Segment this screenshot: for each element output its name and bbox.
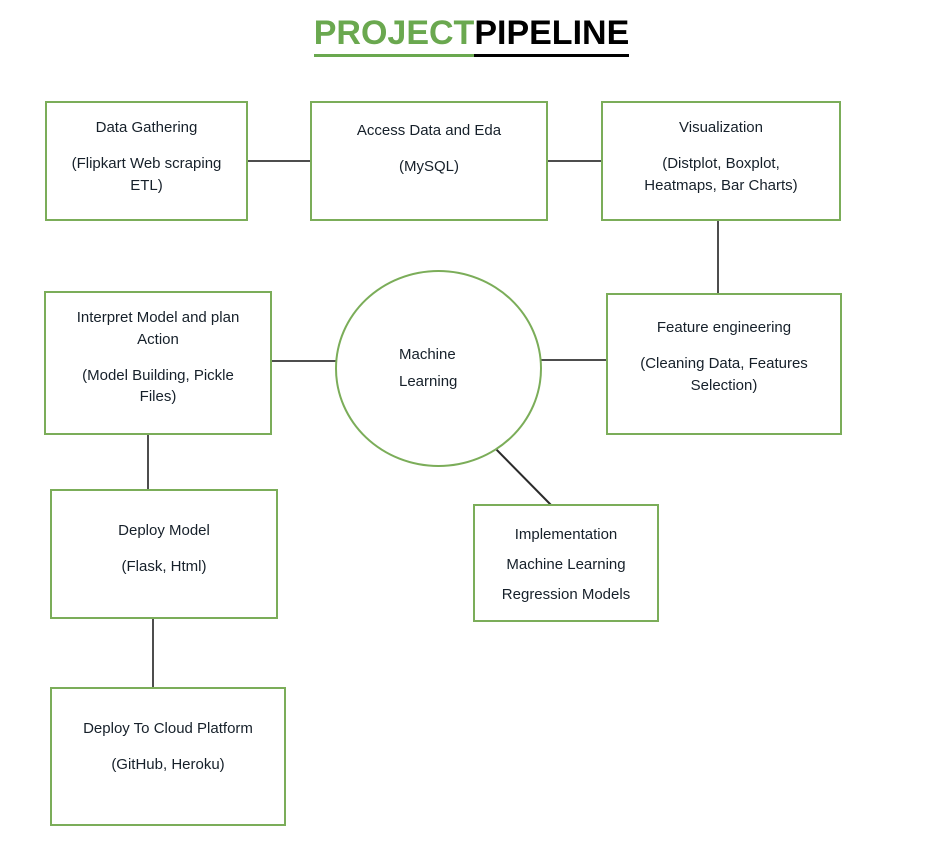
node-data-gathering-line2: (Flipkart Web scraping <box>71 154 222 172</box>
connector-data-gathering-to-access-data <box>246 160 312 162</box>
title-word-project: PROJECT <box>313 14 475 57</box>
node-machine-learning-line2: Learning <box>399 372 458 390</box>
node-feature-engineering-line2: (Cleaning Data, Features <box>640 354 808 372</box>
node-data-gathering-line3: ETL) <box>130 176 163 194</box>
node-visualization-line2: (Distplot, Boxplot, <box>662 154 780 172</box>
connector-access-data-to-visualization <box>546 160 603 162</box>
node-data-gathering-line1: Data Gathering <box>95 119 198 136</box>
node-machine-learning-line1: Machine <box>399 346 456 364</box>
node-interpret-model-line2: Action <box>137 330 179 348</box>
node-visualization-line1: Visualization <box>679 119 763 136</box>
connector-visualization-to-feature-engineering <box>717 219 719 295</box>
connector-machine-learning-to-feature-engineering <box>537 359 608 361</box>
connector-machine-learning-to-implementation <box>488 441 553 507</box>
node-deploy-model-line2: (Flask, Html) <box>121 557 207 575</box>
node-deploy-model-line1: Deploy Model <box>118 522 210 539</box>
node-implementation[interactable]: Implementation Machine Learning Regressi… <box>473 504 659 622</box>
node-visualization[interactable]: Visualization (Distplot, Boxplot, Heatma… <box>601 101 841 221</box>
node-data-gathering[interactable]: Data Gathering (Flipkart Web scraping ET… <box>45 101 248 221</box>
node-feature-engineering-line1: Feature engineering <box>656 319 792 336</box>
title-word-pipeline: PIPELINE <box>474 14 630 57</box>
node-access-data-line2: (MySQL) <box>399 157 459 175</box>
node-visualization-line3: Heatmaps, Bar Charts) <box>644 176 798 194</box>
page-title: PROJECTPIPELINE <box>0 14 943 57</box>
node-implementation-line2: Machine Learning <box>506 555 626 573</box>
node-feature-engineering[interactable]: Feature engineering (Cleaning Data, Feat… <box>606 293 842 435</box>
connector-interpret-model-to-machine-learning <box>270 360 340 362</box>
node-access-data-line1: Access Data and Eda <box>356 122 502 139</box>
node-interpret-model-and-plan-action[interactable]: Interpret Model and plan Action (Model B… <box>44 291 272 435</box>
connector-interpret-model-to-deploy-model <box>147 433 149 491</box>
node-feature-engineering-line3: Selection) <box>690 376 758 394</box>
node-interpret-model-line4: Files) <box>139 388 177 406</box>
node-deploy-cloud-line2: (GitHub, Heroku) <box>111 755 225 773</box>
node-deploy-to-cloud-platform[interactable]: Deploy To Cloud Platform (GitHub, Heroku… <box>50 687 286 826</box>
node-machine-learning[interactable]: Machine Learning <box>335 270 542 467</box>
node-implementation-line1: Implementation <box>514 526 618 543</box>
node-implementation-line3: Regression Models <box>501 585 631 603</box>
node-deploy-model[interactable]: Deploy Model (Flask, Html) <box>50 489 278 619</box>
connector-deploy-model-to-deploy-cloud <box>152 617 154 689</box>
node-interpret-model-line1: Interpret Model and plan <box>76 309 240 326</box>
node-interpret-model-line3: (Model Building, Pickle <box>82 366 234 384</box>
node-deploy-cloud-line1: Deploy To Cloud Platform <box>83 720 253 737</box>
node-access-data-and-eda[interactable]: Access Data and Eda (MySQL) <box>310 101 548 221</box>
